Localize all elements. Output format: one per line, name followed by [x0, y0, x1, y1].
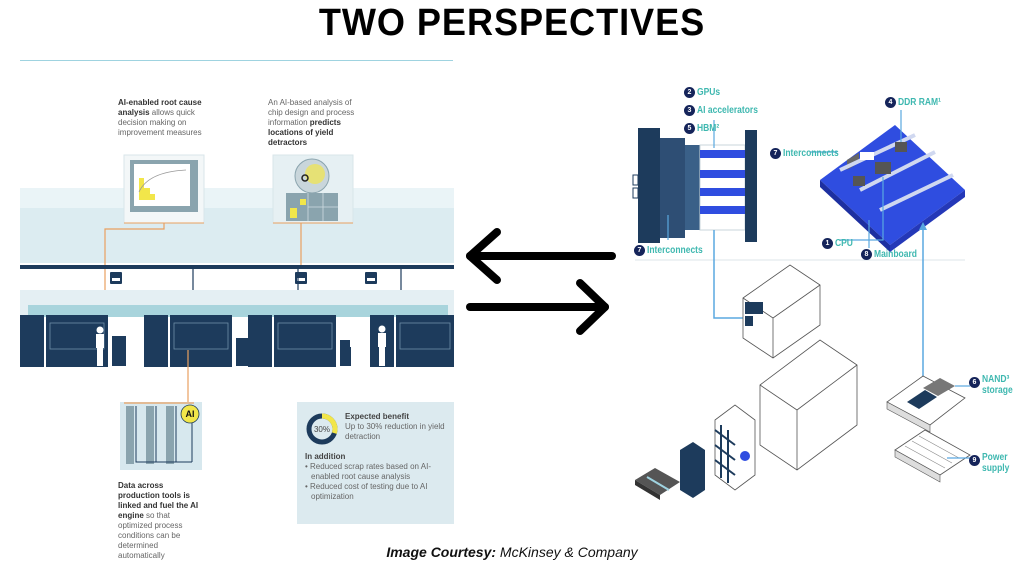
- benefit-donut: 30%: [306, 413, 338, 445]
- label-number-badge: 8: [861, 249, 872, 261]
- benefit-bullet-text: Reduced cost of testing due to AI optimi…: [310, 482, 428, 501]
- power-supply-module: [894, 429, 971, 483]
- benefit-bullets: • Reduced scrap rates based on AI-enable…: [305, 462, 450, 502]
- label-text: HBM²: [697, 123, 720, 135]
- label-text: Mainboard: [874, 249, 917, 261]
- defect-marker-icon: [301, 174, 309, 182]
- donut-value-arc: [306, 413, 338, 445]
- benefit-bullet-text: Reduced scrap rates based on AI-enabled …: [310, 462, 431, 481]
- label-number-badge: 9: [969, 455, 980, 467]
- production-tool-2: [144, 315, 232, 367]
- note-root-cause-bold: AI-enabled root cause analysis: [118, 98, 202, 117]
- label-text: CPU: [835, 238, 853, 250]
- image-courtesy: Image Courtesy: McKinsey & Company: [0, 544, 1024, 560]
- gpu-module: [632, 128, 757, 243]
- pareto-curve: [138, 169, 187, 193]
- courtesy-label: Image Courtesy:: [386, 544, 497, 560]
- note-root-cause-text: allows quick decision making on improvem…: [118, 108, 202, 137]
- label-number-badge: 7: [634, 245, 645, 257]
- server-illustration: [632, 110, 971, 500]
- mainboard: [820, 125, 965, 252]
- label-text: DDR RAM¹: [898, 97, 941, 109]
- worker-figure: [96, 326, 104, 366]
- note-chip-design-text: An AI-based analysis of chip design and …: [268, 98, 355, 127]
- note-data-linked: Data across production tools is linked a…: [118, 481, 204, 561]
- benefit-title: Expected benefit: [345, 412, 410, 421]
- ai-head-icon: [180, 404, 200, 424]
- label-text: Power supply: [982, 452, 1010, 474]
- note-chip-design-bold: predicts locations of yield detractors: [268, 118, 341, 147]
- label-number-badge: 1: [822, 238, 833, 250]
- ai-badge-label: AI: [186, 409, 195, 419]
- note-data-bold: Data across production tools is linked a…: [118, 481, 199, 520]
- expected-benefit-box: 30% Expected benefit Up to 30% reduction…: [297, 402, 454, 524]
- in-addition-heading: In addition: [305, 452, 346, 461]
- label-number-badge: 2: [684, 87, 695, 99]
- label-number-badge: 4: [885, 97, 896, 109]
- courtesy-source: McKinsey & Company: [496, 544, 638, 560]
- arrow-left-icon: [466, 228, 616, 284]
- note-chip-design: An AI-based analysis of chip design and …: [268, 98, 356, 148]
- data-link-panel: AI: [120, 402, 202, 470]
- top-divider: [20, 60, 453, 61]
- label-number-badge: 6: [969, 377, 980, 389]
- note-data-text: so that optimized process conditions can…: [118, 511, 183, 560]
- drive-module: [635, 468, 680, 500]
- fab-illustration: [20, 154, 454, 408]
- note-root-cause: AI-enabled root cause analysis allows qu…: [118, 98, 202, 138]
- benefit-text: Up to 30% reduction in yield detraction: [345, 422, 445, 441]
- worker-figure: [378, 325, 386, 366]
- pareto-bar: [144, 188, 150, 200]
- cpu-chip: [875, 162, 891, 174]
- ceiling-rail: [20, 265, 454, 269]
- nand-storage-module: [886, 375, 966, 433]
- connector-line: [713, 230, 743, 319]
- donut-label: 30%: [314, 425, 330, 434]
- page-title: TWO PERSPECTIVES: [318, 2, 706, 44]
- ddr-ram: [895, 142, 907, 152]
- pareto-bar: [150, 194, 155, 200]
- benefit-bullet: • Reduced cost of testing due to AI opti…: [305, 482, 428, 501]
- label-text: Interconnects: [783, 148, 839, 160]
- label-text: NAND³ storage: [982, 374, 1013, 396]
- label-number-badge: 3: [684, 105, 695, 117]
- fan-grid: [714, 404, 756, 491]
- production-tool-1: [20, 315, 108, 367]
- benefit-bullet: • Reduced scrap rates based on AI-enable…: [305, 462, 431, 481]
- label-text: Interconnects: [647, 245, 703, 257]
- label-text: GPUs: [697, 87, 721, 99]
- worker-figure: [350, 325, 358, 366]
- heatsink: [680, 442, 705, 498]
- production-tool-3: [248, 315, 336, 367]
- pareto-bar: [139, 178, 144, 200]
- production-tool-4: [370, 315, 454, 367]
- bidirectional-arrows: [466, 228, 616, 335]
- server-chassis-frame: [759, 339, 858, 471]
- label-number-badge: 7: [770, 148, 781, 160]
- arrow-right-icon: [466, 279, 609, 335]
- connector-line: [104, 223, 165, 340]
- label-number-badge: 5: [684, 123, 695, 135]
- label-text: AI accelerators: [697, 105, 758, 117]
